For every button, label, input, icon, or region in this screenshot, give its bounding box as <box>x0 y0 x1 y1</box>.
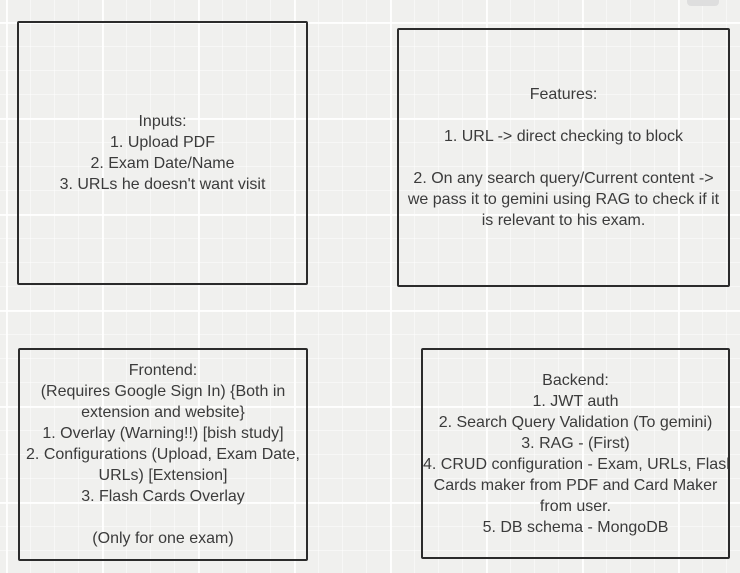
note-box-inputs[interactable]: Inputs: 1. Upload PDF 2. Exam Date/Name … <box>17 21 308 285</box>
scrollbar-fragment <box>687 0 719 6</box>
note-text-inputs: Inputs: 1. Upload PDF 2. Exam Date/Name … <box>59 113 266 193</box>
note-text-frontend: Frontend: (Requires Google Sign In) {Bot… <box>26 362 300 547</box>
note-box-frontend[interactable]: Frontend: (Requires Google Sign In) {Bot… <box>18 348 308 561</box>
note-text-features: Features: 1. URL -> direct checking to b… <box>407 86 720 229</box>
note-box-features[interactable]: Features: 1. URL -> direct checking to b… <box>397 28 730 287</box>
note-text-backend: Backend: 1. JWT auth 2. Search Query Val… <box>423 371 728 536</box>
note-box-backend[interactable]: Backend: 1. JWT auth 2. Search Query Val… <box>421 348 730 559</box>
